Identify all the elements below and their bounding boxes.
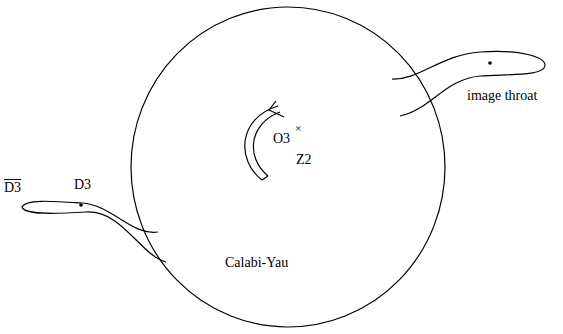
z2-label: Z2 [296,152,312,167]
left-throat-upper [22,201,158,232]
image-dot [488,61,492,65]
left-throat-lower [22,207,166,262]
anti-d3-label: D3 [4,180,21,195]
node-text: Calabi-Yau [225,255,288,270]
d3-dot [79,203,83,207]
o3-label: O3 [273,131,290,146]
d3-label: D3 [74,177,91,192]
circle-outline [130,6,446,328]
right-throat-upper [392,51,545,79]
z2-arc-tail [262,176,268,180]
calabi-yau-circle: Calabi-Yau [130,6,446,328]
o3-cross: × [295,122,301,134]
throat-label: image throat [467,88,537,103]
z2-arrowhead [269,101,284,117]
right-throat-lower [400,66,545,116]
